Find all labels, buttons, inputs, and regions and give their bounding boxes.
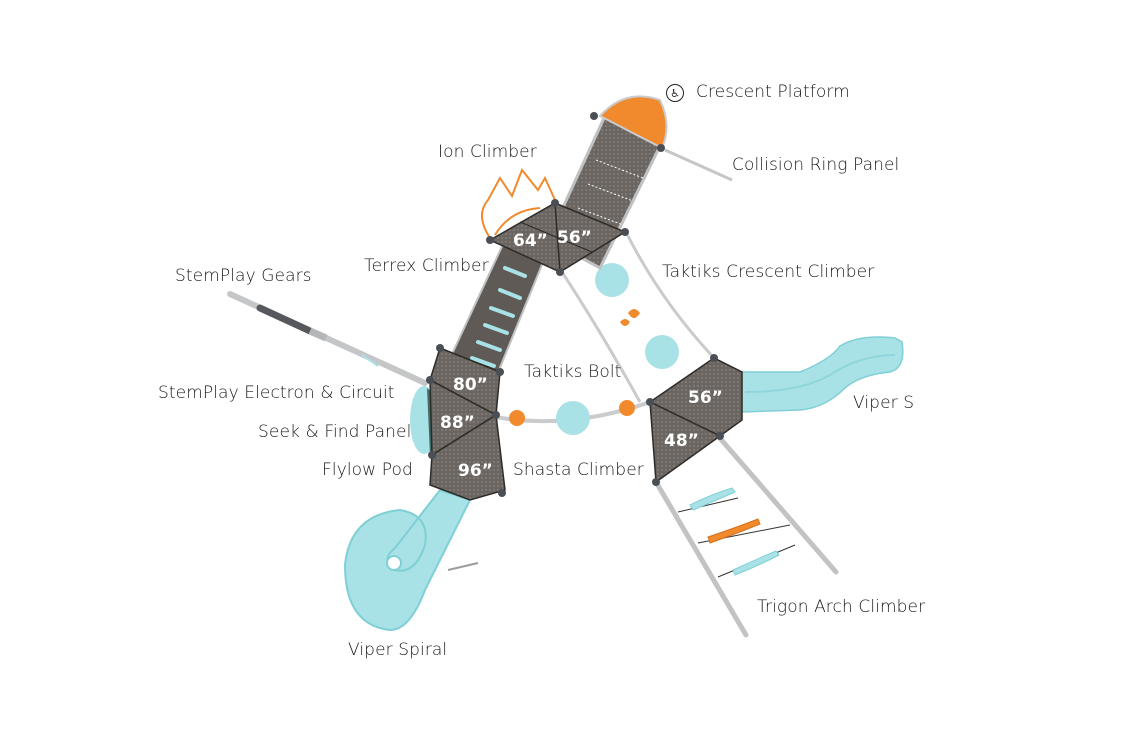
label-crescent-platform: Crescent Platform <box>696 82 850 102</box>
label-flylow-pod: Flylow Pod <box>322 460 413 480</box>
label-ion-climber: Ion Climber <box>438 142 537 162</box>
label-collision-ring-panel: Collision Ring Panel <box>732 155 900 175</box>
label-taktiks-crescent-climber: Taktiks Crescent Climber <box>662 262 875 282</box>
viper-s-slide <box>737 336 904 413</box>
label-shasta-climber: Shasta Climber <box>513 460 644 480</box>
deck-height-56-right: 56” <box>688 388 723 408</box>
deck-height-48: 48” <box>664 431 699 451</box>
deck-height-56-top: 56” <box>557 228 592 248</box>
wheelchair-accessible-icon: ♿ <box>666 84 684 102</box>
stemplay-gears-pole <box>227 291 428 386</box>
label-stemplay-electron-circuit: StemPlay Electron & Circuit <box>158 383 395 403</box>
top-deck: 64” 56” <box>486 199 629 276</box>
deck-height-88: 88” <box>440 413 475 433</box>
deck-height-96: 96” <box>458 461 493 481</box>
label-seek-find-panel: Seek & Find Panel <box>258 422 412 442</box>
crescent-platform-shape <box>590 95 733 182</box>
label-terrex-climber: Terrex Climber <box>364 256 489 276</box>
deck-height-80: 80” <box>453 375 488 395</box>
right-tower-decks: 56” 48” <box>646 354 743 486</box>
label-viper-s: Viper S <box>853 393 915 413</box>
ion-climber-shape <box>481 168 556 239</box>
label-taktiks-bolt: Taktiks Bolt <box>524 362 622 382</box>
viper-spiral-slide <box>343 488 479 632</box>
label-trigon-arch-climber: Trigon Arch Climber <box>757 597 926 617</box>
label-stemplay-gears: StemPlay Gears <box>175 266 312 286</box>
left-tower-decks: 80” 88” 96” <box>426 344 506 501</box>
taktiks-crescent-climber-shape <box>560 231 716 403</box>
shasta-climber-shape <box>494 400 651 435</box>
trigon-arch-climber-shape <box>653 433 839 638</box>
deck-height-64: 64” <box>513 231 548 251</box>
label-viper-spiral: Viper Spiral <box>348 640 448 660</box>
